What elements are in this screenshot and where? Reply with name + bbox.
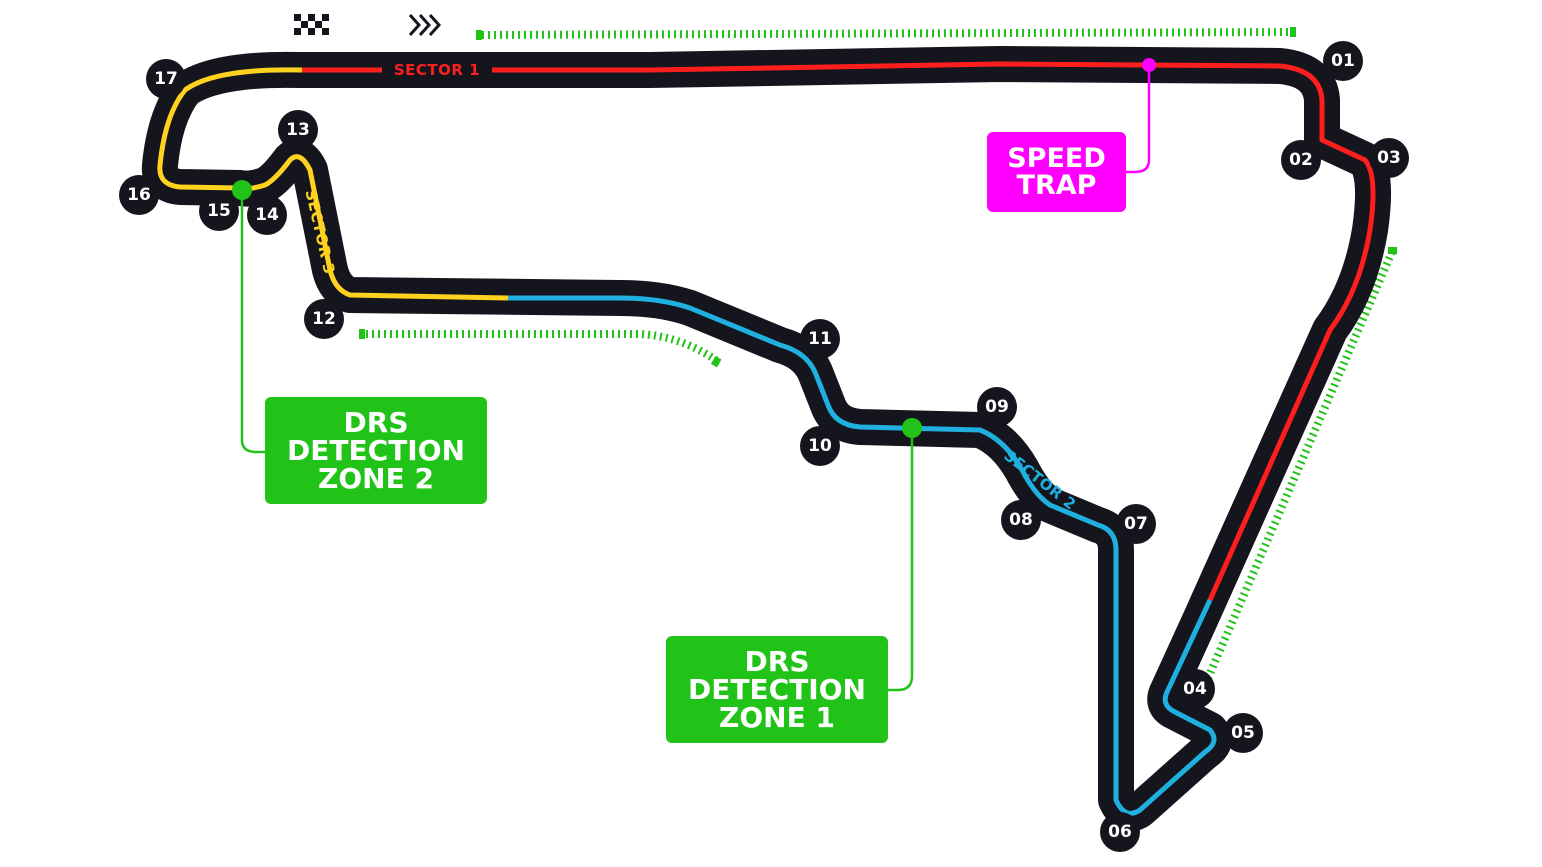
speed-trap-marker	[1142, 58, 1156, 72]
chequered-flag-icon	[294, 14, 329, 35]
drs-zone-back-straight	[366, 330, 719, 364]
speed-trap-connector	[1126, 65, 1151, 174]
turn-markers: 01 02 03 04 05 06 07 08 09 10 11 12 13 14 15 16 17	[119, 41, 1409, 852]
turn-number: 11	[808, 329, 832, 349]
turn-number: 14	[255, 205, 279, 225]
callout-line: DRS	[744, 644, 810, 678]
drs-zone-marker	[476, 30, 482, 40]
turn-marker-04: 04	[1175, 669, 1215, 709]
turn-number: 15	[207, 201, 231, 221]
turn-marker-14: 14	[247, 195, 287, 235]
callout-line: DETECTION	[287, 433, 465, 467]
turn-marker-03: 03	[1369, 138, 1409, 178]
turn-number: 04	[1183, 679, 1207, 699]
callout-line: ZONE 2	[318, 461, 434, 495]
turn-marker-07: 07	[1116, 504, 1156, 544]
turn-circle	[1001, 500, 1041, 540]
turn-marker-12: 12	[304, 299, 344, 339]
callout-line: DRS	[343, 405, 409, 439]
turn-circle	[1323, 41, 1363, 81]
turn-marker-10: 10	[800, 426, 840, 466]
turn-circle	[1281, 140, 1321, 180]
drs-zone-turn3-straight	[1204, 250, 1396, 680]
turn-circle	[800, 426, 840, 466]
turn-circle	[1175, 669, 1215, 709]
turn-number: 10	[808, 436, 832, 456]
direction-chevrons-icon	[408, 13, 442, 37]
turn-circle	[1116, 504, 1156, 544]
turn-circle	[199, 191, 239, 231]
callout-line: TRAP	[1016, 170, 1097, 201]
drs-detection-zone-2-callout: DRS DETECTION ZONE 2	[265, 397, 487, 504]
turn-marker-05: 05	[1223, 713, 1263, 753]
drs-zone-marker	[710, 356, 722, 368]
turn-circle	[1100, 812, 1140, 852]
callout-line: ZONE 1	[719, 700, 835, 734]
turn-marker-15: 15	[199, 191, 239, 231]
turn-number: 12	[312, 309, 336, 329]
sector-1-line	[302, 61, 1376, 602]
turn-marker-17: 17	[146, 59, 186, 99]
drs-detection-2-connector	[240, 190, 265, 454]
callout-line: DETECTION	[688, 672, 866, 706]
turn-number: 08	[1009, 510, 1033, 530]
turn-number: 01	[1331, 51, 1355, 71]
turn-number: 05	[1231, 723, 1255, 743]
turn-marker-16: 16	[119, 175, 159, 215]
turn-circle	[119, 175, 159, 215]
turn-circle	[800, 319, 840, 359]
turn-circle	[146, 59, 186, 99]
drs-detection-zone-1-callout: DRS DETECTION ZONE 1	[666, 636, 888, 743]
drs-zone-marker	[359, 329, 365, 339]
turn-number: 06	[1108, 822, 1132, 842]
turn-number: 02	[1289, 150, 1313, 170]
turn-circle	[1223, 713, 1263, 753]
turn-marker-09: 09	[977, 387, 1017, 427]
drs-detection-1-marker	[902, 418, 922, 438]
turn-marker-01: 01	[1323, 41, 1363, 81]
drs-zone-marker	[1388, 247, 1397, 254]
turn-marker-13: 13	[278, 110, 318, 150]
drs-zone-main-straight	[481, 28, 1293, 39]
sector-1-label: SECTOR 1	[394, 61, 480, 79]
turn-circle	[977, 387, 1017, 427]
turn-number: 07	[1124, 514, 1148, 534]
turn-number: 03	[1377, 148, 1401, 168]
turn-circle	[247, 195, 287, 235]
callout-line: SPEED	[1007, 143, 1106, 174]
turn-marker-02: 02	[1281, 140, 1321, 180]
drs-detection-1-connector	[888, 428, 914, 692]
drs-zone-marker	[1290, 27, 1296, 37]
turn-marker-06: 06	[1100, 812, 1140, 852]
drs-detection-2-marker	[232, 180, 252, 200]
turn-number: 17	[154, 69, 178, 89]
sector-1-label-bg	[382, 60, 492, 80]
turn-marker-11: 11	[800, 319, 840, 359]
sector-2-line	[508, 295, 1217, 816]
speed-trap-callout: SPEED TRAP	[987, 132, 1126, 212]
turn-circle	[1369, 138, 1409, 178]
turn-number: 09	[985, 397, 1009, 417]
turn-marker-08: 08	[1001, 500, 1041, 540]
turn-circle	[278, 110, 318, 150]
turn-number: 13	[286, 120, 310, 140]
turn-circle	[304, 299, 344, 339]
turn-number: 16	[127, 185, 151, 205]
